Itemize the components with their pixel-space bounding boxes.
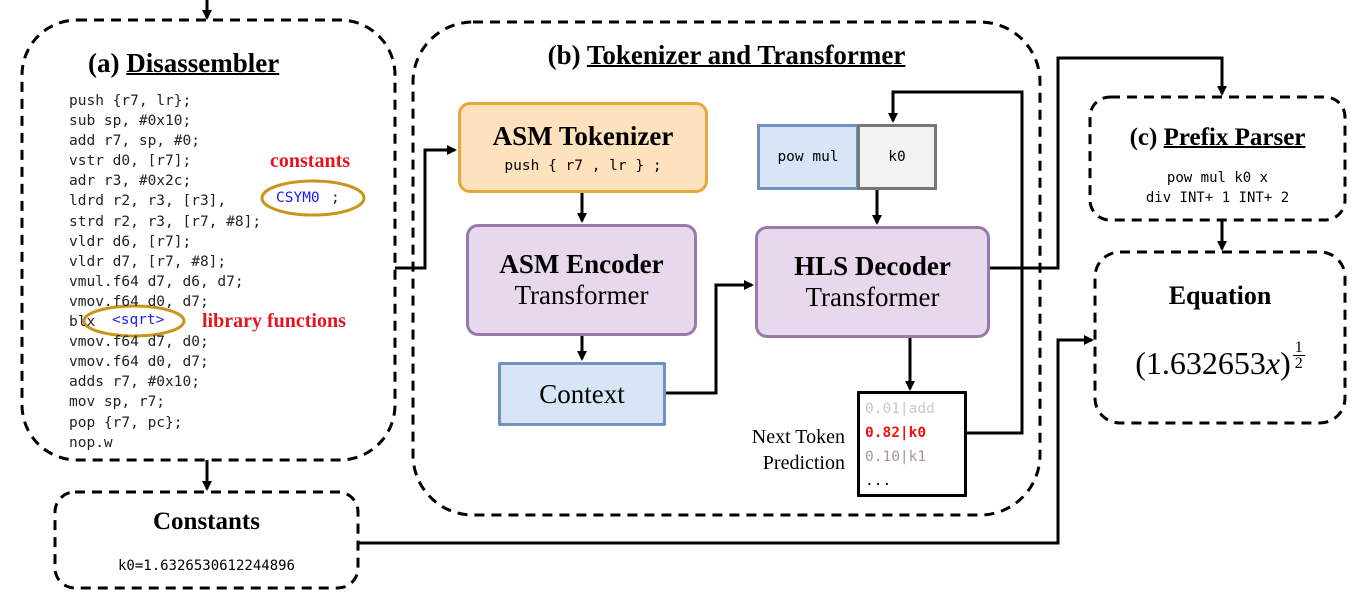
code-line: sub sp, #0x10; — [69, 113, 192, 130]
disassembler-to-tokenizer-arrow — [395, 145, 457, 270]
code-line: add r7, sp, #0; — [69, 133, 200, 150]
prediction-token: k1 — [908, 449, 927, 465]
code-line: vmov.f64 d0, d7; — [69, 293, 209, 310]
prediction-probability: 0.82 — [865, 425, 900, 441]
code-line: mov sp, r7; — [69, 394, 166, 411]
transformer-title: (b) Tokenizer and Transformer — [413, 40, 1040, 71]
code-line: adds r7, #0x10; — [69, 374, 200, 391]
code-line: strd r2, r3, [r7, #8]; — [69, 213, 262, 230]
asm-tokenizer-box: ASM Tokenizer push { r7 , lr } ; — [458, 102, 708, 193]
tokenizer-title: ASM Tokenizer — [492, 121, 674, 151]
code-line: vmov.f64 d0, d7; — [69, 354, 209, 371]
section-label: (c) — [1129, 124, 1158, 151]
prediction-separator: | — [899, 425, 909, 441]
prediction-token: k0 — [908, 425, 927, 441]
constants-to-equation-arrow — [358, 335, 1094, 545]
code-line: nop.w — [69, 434, 113, 451]
constants-frame — [53, 490, 360, 590]
library-symbol: <sqrt> — [112, 312, 165, 328]
prediction-label-line: Next Token — [751, 426, 845, 448]
prediction-ellipsis: ... — [865, 473, 892, 489]
code-line: push {r7, lr}; — [69, 93, 192, 109]
code-line: vldr d7, [r7, #8]; — [69, 253, 227, 270]
equation-frame — [1093, 250, 1347, 425]
prediction-token: add — [908, 401, 935, 417]
prefix-line: pow mul k0 x — [1166, 170, 1269, 186]
code-line: vldr d6, [r7]; — [69, 233, 192, 250]
constant-highlight-ellipse — [260, 179, 366, 217]
decoder-title: HLS Decoder — [794, 251, 951, 281]
current-token-box: k0 — [857, 124, 937, 190]
equation-base: (1.632653 — [1135, 345, 1266, 381]
context-label: Context — [539, 378, 625, 409]
disassembler-frame — [20, 18, 397, 462]
code-line: vstr d0, [r7]; — [69, 153, 192, 170]
tokenizer-example: push { r7 , lr } ; — [504, 158, 662, 174]
assembly-code: push {r7, lr}; sub sp, #0x10; add r7, sp, … — [69, 91, 261, 453]
code-line: adr r3, #0x2c; — [69, 173, 192, 190]
decoder-to-parser-arrow — [990, 56, 1227, 270]
prediction-probability: 0.01 — [865, 401, 900, 417]
prediction-feedback-arrow — [888, 90, 1024, 435]
prefix-parser-title: (c) Prefix Parser — [1090, 124, 1345, 152]
next-token-prediction-label: Next Token Prediction — [700, 424, 845, 476]
constant-symbol: CSYM0 — [276, 190, 320, 206]
prefix-expression: pow mul k0 x div INT+ 1 INT+ 2 — [1090, 168, 1345, 208]
prediction-separator: | — [899, 449, 909, 465]
section-title: Tokenizer and Transformer — [586, 40, 906, 70]
code-line: blx — [69, 314, 104, 331]
code-line: ldrd r2, r3, [r3], — [69, 193, 235, 210]
equation-title: Equation — [1168, 281, 1272, 310]
constant-symbol-suffix: ; — [331, 190, 340, 206]
section-title: Prefix Parser — [1163, 124, 1306, 151]
code-line: vmov.f64 d7, d0; — [69, 334, 209, 351]
prediction-row: 0.82|k0 — [865, 421, 964, 445]
library-functions-annotation: library functions — [202, 310, 346, 332]
encoder-subtitle: Transformer — [514, 280, 649, 310]
disassembler-title: (a) Disassembler — [88, 48, 279, 79]
constants-title: Constants — [153, 508, 260, 535]
context-box: Context — [498, 362, 666, 426]
prediction-separator: | — [899, 401, 909, 417]
prediction-row: 0.01|add — [865, 397, 964, 421]
constants-annotation: constants — [270, 150, 351, 172]
encoder-title: ASM Encoder — [499, 249, 664, 279]
decoder-subtitle: Transformer — [805, 282, 940, 312]
decoded-tokens: pow mul — [777, 149, 839, 165]
current-token: k0 — [888, 149, 906, 165]
section-label: (a) — [88, 48, 120, 78]
prediction-row: 0.10|k1 — [865, 445, 964, 469]
code-line: vmul.f64 d7, d6, d7; — [69, 273, 244, 290]
prediction-label-line: Prediction — [762, 452, 845, 474]
prediction-probability: 0.10 — [865, 449, 900, 465]
equation-variable: x — [1265, 345, 1281, 381]
constants-value: k0=1.6326530612244896 — [117, 558, 295, 574]
asm-encoder-box: ASM Encoder Transformer — [466, 224, 697, 336]
section-title: Disassembler — [126, 48, 280, 78]
code-line: pop {r7, pc}; — [69, 414, 183, 431]
equation-close: ) — [1280, 345, 1291, 381]
hls-decoder-box: HLS Decoder Transformer — [755, 226, 990, 338]
exponent-numerator: 1 — [1292, 339, 1305, 356]
context-to-decoder-arrow — [666, 280, 754, 395]
prefix-line: div INT+ 1 INT+ 2 — [1145, 190, 1290, 206]
prefix-parser-frame — [1088, 95, 1347, 222]
decoded-tokens-box: pow mul — [757, 124, 859, 190]
library-highlight-ellipse — [82, 304, 186, 338]
section-label: (b) — [547, 40, 581, 70]
exponent-denominator: 2 — [1294, 355, 1303, 372]
